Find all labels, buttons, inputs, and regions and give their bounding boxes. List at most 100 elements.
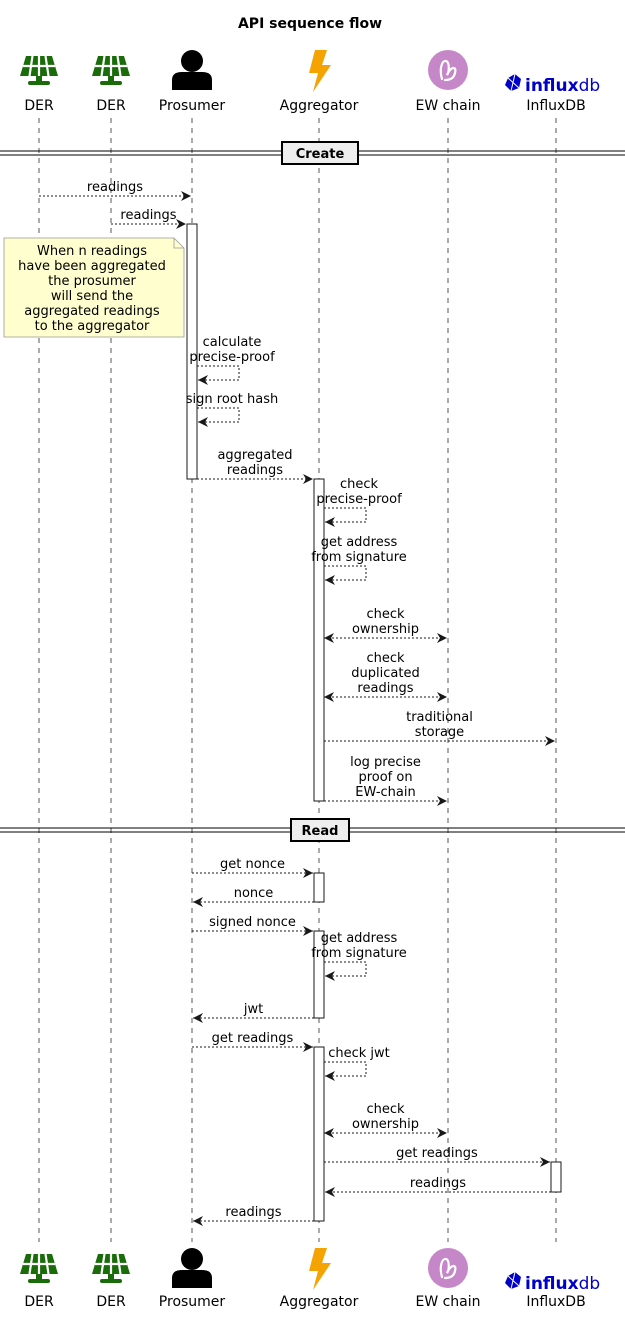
- participant-influxdb-logo-text: influxdb: [525, 76, 600, 96]
- participant-label: DER: [24, 98, 54, 114]
- participant-der2-top: DER: [92, 55, 130, 114]
- message-arrow: nonce: [193, 886, 314, 907]
- solar-panel-icon: [20, 1253, 58, 1283]
- activation-bar-prosumer: [186, 223, 198, 480]
- message-label: readings: [87, 180, 143, 195]
- participant-aggregator-bottom: Aggregator: [280, 1248, 359, 1310]
- message-label: get readings: [212, 1031, 294, 1046]
- message-arrow: signed nonce: [192, 915, 313, 936]
- note-line: to the aggregator: [35, 319, 150, 334]
- note-line: will send the: [51, 289, 133, 304]
- activation-bar-aggregator: [313, 930, 325, 1019]
- influxdb-logo-icon: influxdb: [505, 73, 600, 96]
- energy-web-logo-icon: [428, 50, 468, 90]
- message-label: readings: [410, 1176, 466, 1191]
- section-divider-create: Create: [0, 141, 625, 165]
- message-label: readings: [120, 208, 176, 223]
- message-label: get address: [321, 931, 398, 946]
- message-label: from signature: [311, 946, 407, 961]
- participant-influxdb-logo-text: influxdb: [525, 1274, 600, 1294]
- message-label: traditional: [406, 710, 473, 725]
- message-label: aggregated: [217, 448, 292, 463]
- message-label: nonce: [234, 886, 274, 901]
- lightning-bolt-icon: [309, 50, 331, 92]
- influxdb-logo-icon: influxdb: [505, 1271, 600, 1294]
- message-arrow: jwt: [193, 1002, 314, 1023]
- message-label: check jwt: [328, 1046, 390, 1061]
- message-label: proof on: [358, 770, 412, 785]
- participant-label: InfluxDB: [526, 98, 585, 114]
- section-label: Read: [302, 824, 339, 839]
- participant-label: Prosumer: [159, 1294, 226, 1310]
- note-line: When n readings: [37, 244, 147, 259]
- participant-label: Aggregator: [280, 98, 359, 114]
- solar-panel-icon: [92, 1253, 130, 1283]
- message-label: log precise: [350, 755, 421, 770]
- message-label: check: [366, 607, 405, 622]
- person-icon: [172, 1248, 212, 1288]
- note-line: have been aggregated: [18, 259, 166, 274]
- activation-bar-aggregator: [313, 1046, 325, 1222]
- message-label: readings: [227, 463, 283, 478]
- message-label: get nonce: [220, 857, 285, 872]
- message-arrow: get nonce: [192, 857, 313, 878]
- participant-der1-top: DER: [20, 55, 58, 114]
- message-arrow: get readings: [324, 1146, 550, 1167]
- message-arrow: readings: [325, 1176, 551, 1197]
- activation-bar-influxdb: [550, 1161, 562, 1193]
- message-label: readings: [357, 681, 413, 696]
- message-label: check: [340, 477, 379, 492]
- message-label: from signature: [311, 550, 407, 565]
- participant-ewchain-top: EW chain: [415, 50, 481, 114]
- participant-label: Aggregator: [280, 1294, 359, 1310]
- participant-label: DER: [96, 1294, 126, 1310]
- message-label: readings: [225, 1205, 281, 1220]
- message-label: get address: [321, 535, 398, 550]
- message-label: EW-chain: [355, 785, 415, 800]
- message-label: ownership: [352, 622, 419, 637]
- message-label: jwt: [243, 1002, 263, 1017]
- note-line: aggregated readings: [24, 304, 160, 319]
- participant-label: DER: [96, 98, 126, 114]
- participant-prosumer-bottom: Prosumer: [159, 1248, 226, 1310]
- participant-label: DER: [24, 1294, 54, 1310]
- activation-bar-aggregator: [313, 872, 325, 903]
- message-arrow: sign root hash: [186, 392, 278, 427]
- message-label: sign root hash: [186, 392, 278, 407]
- message-label: duplicated: [351, 666, 419, 681]
- participant-prosumer-top: Prosumer: [159, 50, 226, 114]
- message-arrow: get readings: [192, 1031, 313, 1052]
- diagram-title: API sequence flow: [238, 16, 382, 32]
- message-label: calculate: [203, 335, 262, 350]
- lightning-bolt-icon: [309, 1248, 331, 1290]
- note-line: the prosumer: [48, 274, 136, 289]
- person-icon: [172, 50, 212, 90]
- participant-label: InfluxDB: [526, 1294, 585, 1310]
- message-arrow: check jwt: [324, 1046, 390, 1081]
- message-label: check: [366, 651, 405, 666]
- message-label: signed nonce: [209, 915, 296, 930]
- participant-der1-bottom: DER: [20, 1253, 58, 1310]
- message-label: get readings: [396, 1146, 478, 1161]
- participant-label: EW chain: [415, 1294, 480, 1310]
- participant-label: Prosumer: [159, 98, 226, 114]
- solar-panel-icon: [20, 55, 58, 85]
- participant-label: EW chain: [415, 98, 480, 114]
- message-label: check: [366, 1102, 405, 1117]
- message-arrow: readings: [111, 208, 186, 229]
- participant-der2-bottom: DER: [92, 1253, 130, 1310]
